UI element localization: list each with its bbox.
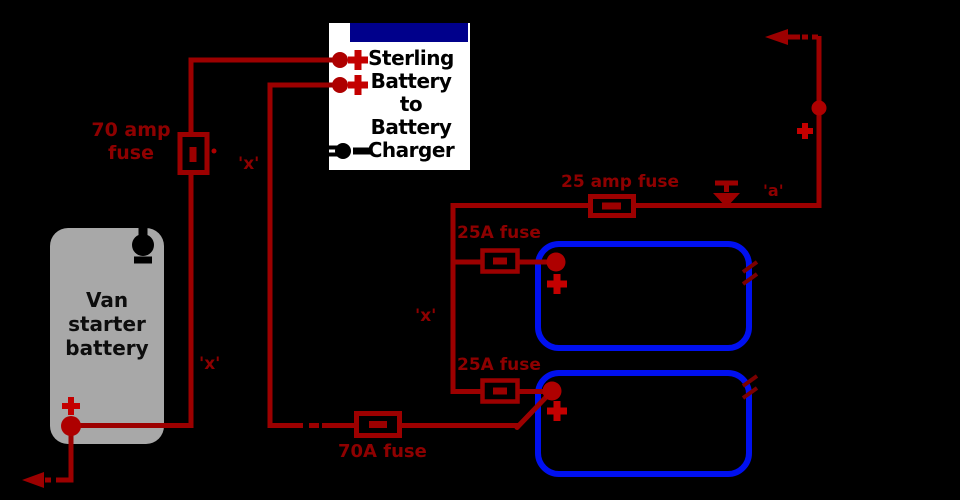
fuse-70amp-label-line1: 70 amp <box>91 119 171 141</box>
wire-break-icon <box>741 374 759 388</box>
terminal-dot-feed-a <box>811 100 827 116</box>
terminal-dot-battery1-positive <box>546 252 566 272</box>
wire-break-icon <box>741 386 759 400</box>
plus-icon-van <box>62 397 80 415</box>
charger-label-line1: Sterling <box>368 46 454 70</box>
charger-label-line5: Charger <box>367 138 455 162</box>
wire-break-icon <box>741 272 759 286</box>
van-battery-label-line1: Van <box>85 288 129 312</box>
stray-mark-dot <box>211 148 217 154</box>
terminal-dot-charger-output <box>332 77 348 93</box>
plus-icon-battery2 <box>547 401 567 421</box>
van-battery-label-line2: starter <box>68 312 146 336</box>
plus-icon-feed-a <box>797 123 813 139</box>
wire-length-label-x1: 'x' <box>238 154 260 174</box>
van-battery-label: Van starter battery <box>50 288 164 360</box>
terminal-dot-charger-negative <box>335 143 351 159</box>
charger-header-bar <box>350 23 468 42</box>
fuse-70amp-label: 70 amp fuse <box>86 119 176 165</box>
switch-icon <box>713 193 740 208</box>
van-positive-tail-wire <box>62 428 74 483</box>
arrow-left-icon <box>765 29 788 45</box>
fuse-25amp-label: 25 amp fuse <box>561 172 679 192</box>
charger-label-line4: Battery <box>370 115 452 139</box>
terminal-dot-charger-input <box>332 52 348 68</box>
plus-icon-charger-input <box>348 50 368 70</box>
charger-label: Sterling Battery to Battery Charger <box>355 47 467 162</box>
fuse-25a-bottom-label: 25A fuse <box>457 355 541 375</box>
wire-van-to-charger-input <box>71 57 344 428</box>
fuse-70amp-label-line2: fuse <box>108 142 154 164</box>
terminal-dot-van-positive <box>61 416 81 436</box>
charger-label-line3: to <box>399 92 423 116</box>
leisure-battery-1 <box>535 241 752 351</box>
van-battery-label-line3: battery <box>65 336 149 360</box>
wire-label-a: 'a' <box>763 181 784 200</box>
plus-icon-charger-output <box>348 75 368 95</box>
arrow-left-icon <box>22 472 44 488</box>
charger-label-line2: Battery <box>370 69 452 93</box>
fuse-70amp-vertical <box>177 132 210 175</box>
wire-length-label-x2: 'x' <box>199 354 221 374</box>
leisure-battery-2 <box>535 370 752 477</box>
sterling-charger-box: Sterling Battery to Battery Charger <box>329 23 470 170</box>
fuse-70a-label: 70A fuse <box>338 441 427 462</box>
terminal-dot-van-negative <box>132 234 154 256</box>
wire-break-icon <box>741 260 759 274</box>
wire-diagonal-to-battery2-positive <box>514 389 554 430</box>
fuse-25a-top-label: 25A fuse <box>457 223 541 243</box>
wire-charger-output <box>267 82 344 428</box>
wire-length-label-x3: 'x' <box>415 306 437 326</box>
plus-icon-battery1 <box>547 274 567 294</box>
terminal-dot-battery2-positive <box>542 381 562 401</box>
